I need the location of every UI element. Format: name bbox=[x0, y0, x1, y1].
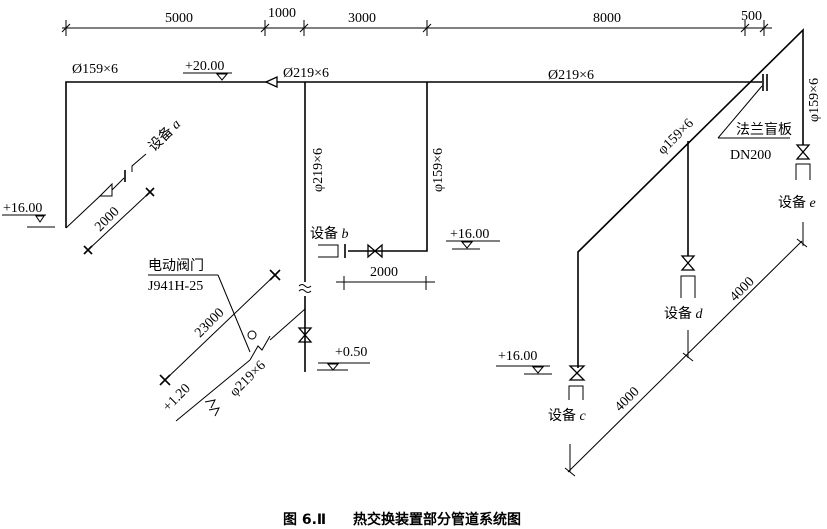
elevation-marker-icon bbox=[460, 241, 474, 249]
equipment-b-branch: 设备 b φ159×6 2000 +16.00 bbox=[310, 82, 500, 290]
elevation-marker-icon bbox=[531, 366, 545, 374]
tick-mark bbox=[159, 374, 171, 386]
elevation-top: +20.00 bbox=[185, 59, 224, 74]
pipe-label-vertical-right: φ159×6 bbox=[807, 78, 822, 122]
dim-500: 500 bbox=[741, 9, 762, 24]
flow-arrow-icon bbox=[264, 75, 278, 89]
tick-mark bbox=[83, 245, 93, 255]
pipe-label-top-left: Ø159×6 bbox=[72, 62, 118, 77]
right-branches: φ159×6 φ159×6 设备 e 设备 d 设备 c +16.00 4000… bbox=[496, 28, 822, 477]
equipment-c-symbol bbox=[568, 385, 584, 400]
elevation-b: +16.00 bbox=[450, 227, 489, 242]
tick-mark bbox=[269, 269, 281, 281]
equipment-a-symbol bbox=[131, 153, 147, 172]
valve-icon bbox=[568, 365, 586, 381]
motor-valve-icon bbox=[249, 335, 271, 361]
elevation-marker-icon bbox=[326, 363, 340, 371]
motor-valve-model: J941H-25 bbox=[148, 279, 203, 294]
pipe-label-vertical-b: φ159×6 bbox=[431, 148, 446, 192]
valve-icon bbox=[297, 327, 313, 343]
main-vertical-pipe: φ219×6 +0.50 bbox=[297, 82, 370, 372]
pipe-label-vertical-main: φ219×6 bbox=[311, 148, 326, 192]
dim-a-branch: 2000 bbox=[92, 204, 122, 234]
equipment-d-symbol bbox=[680, 275, 696, 298]
dim-8000: 8000 bbox=[593, 11, 621, 26]
equipment-a-label: 设备 a bbox=[145, 116, 184, 155]
pipe-label-diagonal-bottom: φ219×6 bbox=[227, 358, 269, 400]
valve-icon bbox=[367, 243, 383, 259]
dim-5000: 5000 bbox=[165, 11, 193, 26]
dim-diagonal-main: 23000 bbox=[192, 305, 227, 340]
valve-icon bbox=[795, 144, 811, 160]
elevation-bottom: +1.20 bbox=[160, 381, 194, 415]
valve-icon bbox=[98, 182, 113, 197]
elevation-left: +16.00 bbox=[3, 201, 42, 216]
dim-1000: 1000 bbox=[268, 6, 296, 21]
blind-flange-icon bbox=[762, 74, 768, 91]
equipment-e-symbol bbox=[795, 163, 811, 180]
equipment-a-branch: 设备 a 2000 +16.00 bbox=[2, 116, 184, 255]
break-symbol bbox=[298, 284, 312, 293]
elevation-marker-icon bbox=[35, 215, 45, 223]
dim-b-branch: 2000 bbox=[370, 265, 398, 280]
pipe-label-top-mid: Ø219×6 bbox=[283, 66, 329, 81]
valve-icon bbox=[680, 255, 696, 271]
caption-title: 热交换装置部分管道系统图 bbox=[353, 511, 521, 528]
main-header-pipe: Ø159×6 Ø219×6 Ø219×6 +20.00 bbox=[65, 59, 768, 228]
equipment-d-label: 设备 d bbox=[664, 305, 704, 322]
top-dimension-line: 5000 1000 3000 8000 500 bbox=[61, 6, 772, 36]
caption-number: 图 6.Ⅱ bbox=[283, 512, 326, 528]
tick-mark bbox=[145, 187, 155, 197]
blind-flange-size: DN200 bbox=[730, 148, 771, 163]
elevation-marker-icon bbox=[215, 73, 229, 81]
blind-flange-label: 法兰盲板 bbox=[736, 121, 792, 138]
figure-caption: 图 6.Ⅱ 热交换装置部分管道系统图 bbox=[283, 511, 521, 528]
pipe-label-top-right: Ø219×6 bbox=[548, 68, 594, 83]
equipment-b-label: 设备 b bbox=[310, 225, 349, 242]
elevation-c: +16.00 bbox=[498, 349, 537, 364]
break-symbol bbox=[204, 399, 220, 417]
dim-3000: 3000 bbox=[348, 11, 376, 26]
motor-valve-label: 电动阀门 bbox=[148, 258, 204, 274]
equipment-b-symbol bbox=[318, 244, 339, 258]
motor-valve-branch: 23000 +1.20 φ219×6 电动阀门 J941H-25 bbox=[148, 258, 306, 422]
pipe-label-diagonal-right: φ159×6 bbox=[655, 116, 697, 158]
dim-cd: 4000 bbox=[612, 384, 642, 414]
elevation-valve: +0.50 bbox=[335, 345, 367, 360]
equipment-e-label: 设备 e bbox=[778, 194, 816, 211]
equipment-c-label: 设备 c bbox=[548, 407, 587, 424]
